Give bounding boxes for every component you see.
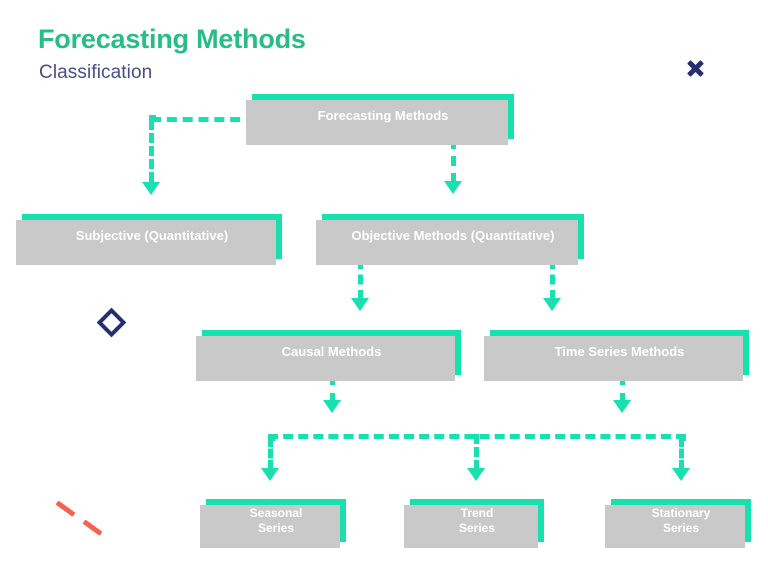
edge-forecasting-to-objective-vertical bbox=[451, 139, 456, 183]
node-label: Seasonal Series bbox=[249, 505, 303, 535]
node-shadow bbox=[316, 220, 578, 265]
edge-causal-to-bus-vertical bbox=[330, 375, 335, 403]
node-shadow bbox=[404, 505, 538, 548]
edge-corner-forecasting-subjective bbox=[149, 115, 156, 122]
arrowhead-stationary bbox=[672, 468, 690, 481]
node-label: Trend Series bbox=[458, 505, 496, 535]
dashed-line-segment-2 bbox=[82, 519, 103, 536]
node-shadow bbox=[484, 336, 743, 381]
node-trend-series[interactable]: Trend Series bbox=[404, 499, 544, 548]
node-forecasting-methods[interactable]: Forecasting Methods bbox=[246, 94, 514, 145]
node-label: Subjective (Quantitative) bbox=[75, 228, 229, 244]
arrowhead-seasonal bbox=[261, 468, 279, 481]
diamond-icon bbox=[96, 307, 127, 338]
arrowhead-bus-from-timeseries bbox=[613, 400, 631, 413]
page-title: Forecasting Methods bbox=[38, 24, 306, 54]
node-shadow bbox=[196, 336, 455, 381]
arrowhead-bus-from-causal bbox=[323, 400, 341, 413]
arrowhead-causal bbox=[351, 298, 369, 311]
node-shadow bbox=[605, 505, 745, 548]
node-label: Forecasting Methods bbox=[317, 108, 449, 124]
page-subtitle: Classification bbox=[39, 62, 153, 83]
edge-objective-to-causal-vertical bbox=[358, 259, 363, 300]
node-time-series-methods[interactable]: Time Series Methods bbox=[484, 330, 749, 381]
edge-bus-to-seasonal-vertical bbox=[268, 437, 273, 470]
node-shadow bbox=[246, 100, 508, 145]
edge-bus-to-trend-vertical bbox=[474, 434, 479, 470]
node-label: Objective Methods (Quantitative) bbox=[351, 228, 555, 244]
edge-objective-to-timeseries-vertical bbox=[550, 259, 555, 300]
node-shadow bbox=[16, 220, 276, 265]
edge-forecasting-to-subjective-vertical bbox=[149, 120, 154, 182]
arrowhead-trend bbox=[467, 468, 485, 481]
node-label: Causal Methods bbox=[281, 344, 382, 360]
node-shadow bbox=[200, 505, 340, 548]
node-subjective-quantitative[interactable]: Subjective (Quantitative) bbox=[16, 214, 282, 265]
node-label: Time Series Methods bbox=[554, 344, 685, 360]
node-seasonal-series[interactable]: Seasonal Series bbox=[200, 499, 346, 548]
edge-timeseries-to-bus-vertical bbox=[620, 375, 625, 403]
edge-forecasting-to-subjective-horizontal bbox=[151, 117, 256, 122]
edge-bus-to-stationary-vertical bbox=[679, 437, 684, 470]
dashed-line-icon bbox=[55, 495, 107, 536]
dashed-line-segment-1 bbox=[55, 500, 76, 517]
cross-icon bbox=[686, 59, 705, 78]
arrowhead-subjective bbox=[142, 182, 160, 195]
arrowhead-objective bbox=[444, 181, 462, 194]
node-label: Stationary Series bbox=[651, 505, 711, 535]
arrowhead-timeseries bbox=[543, 298, 561, 311]
node-causal-methods[interactable]: Causal Methods bbox=[196, 330, 461, 381]
node-stationary-series[interactable]: Stationary Series bbox=[605, 499, 751, 548]
node-objective-methods-quantitative[interactable]: Objective Methods (Quantitative) bbox=[316, 214, 584, 265]
